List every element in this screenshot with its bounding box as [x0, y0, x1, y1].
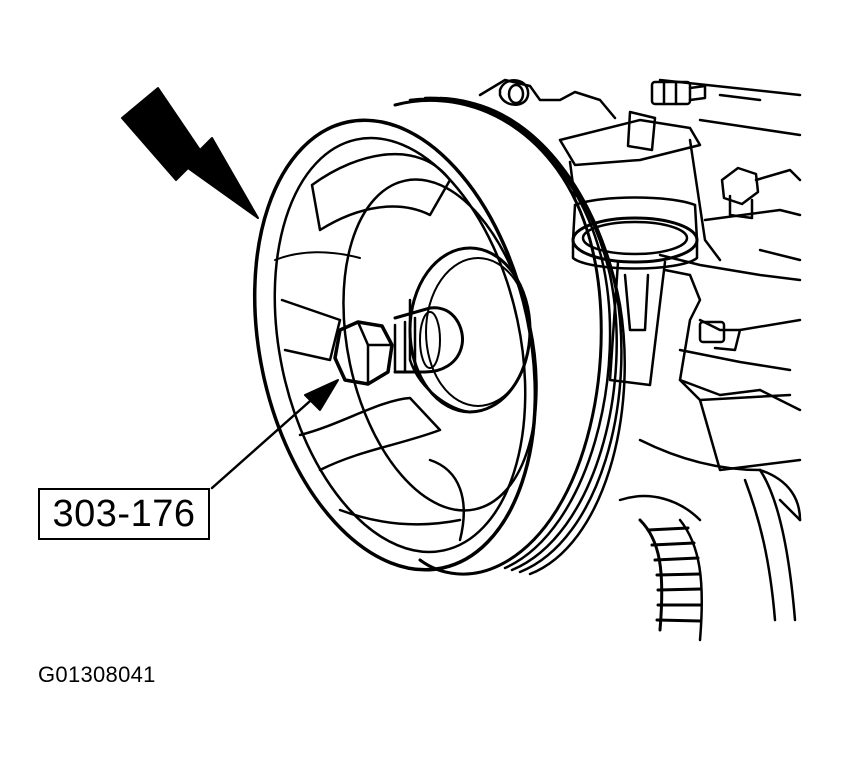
engine-components: [478, 78, 802, 642]
direction-arrow-icon: [121, 87, 259, 219]
figure-id-label: G01308041: [38, 662, 156, 687]
tool-number-label: 303-176: [52, 493, 196, 535]
pointer-arrow-icon: [210, 379, 339, 490]
tool-callout: 303-176: [38, 488, 210, 540]
crankshaft-pulley: [252, 96, 626, 576]
